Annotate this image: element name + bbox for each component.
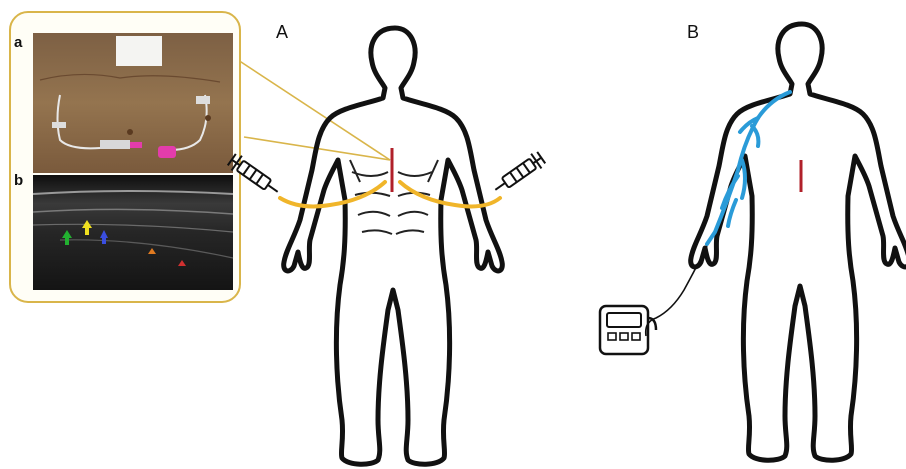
- body-outline-a: [284, 28, 503, 464]
- ultrasound-image: [33, 175, 233, 290]
- connector-line-top: [238, 60, 390, 160]
- infusion-pump-icon: [600, 306, 656, 354]
- subpanel-label-b: b: [14, 172, 23, 189]
- callout-connectors: [238, 60, 390, 160]
- surgical-photo: [33, 33, 233, 173]
- pink-connector: [158, 146, 176, 158]
- right-wound-catheter: [400, 182, 500, 206]
- gauze-dressing: [116, 36, 162, 66]
- panel-label-b: B: [687, 22, 699, 43]
- left-wound-catheter: [280, 182, 385, 206]
- syringe-icon: [490, 150, 546, 197]
- pink-connector: [130, 142, 142, 148]
- body-outline-b: [691, 24, 906, 460]
- subpanel-label-a: a: [14, 34, 22, 51]
- panel-label-a: A: [276, 22, 288, 43]
